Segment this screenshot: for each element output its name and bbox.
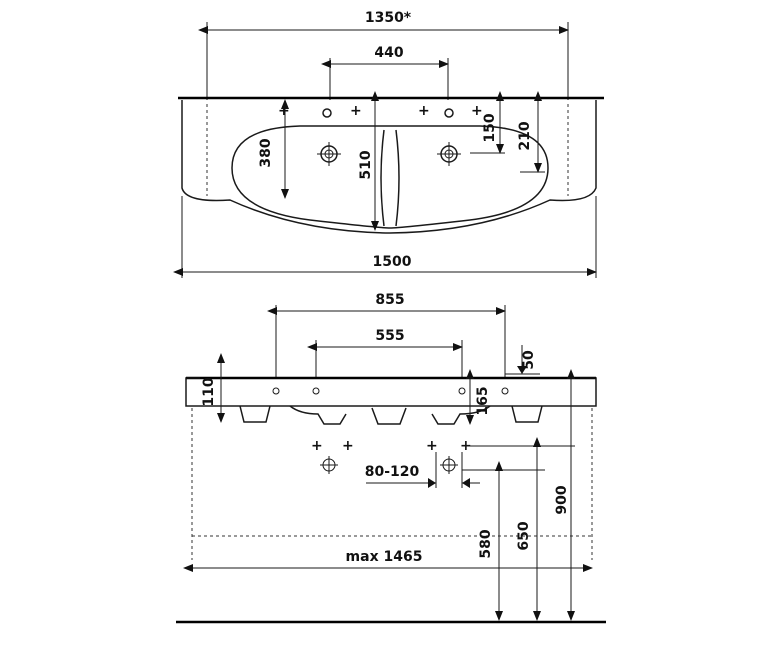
basin-top-outline [181,100,597,234]
dim-label-50: 50 [521,350,537,370]
dim-label-555: 555 [375,328,404,344]
dim-label-150: 150 [482,113,498,142]
dim-label-440: 440 [374,45,403,61]
dim-label-510: 510 [358,150,374,179]
basin-front-underside [239,405,543,425]
svg-text:+: + [426,438,438,454]
front-view: 855 555 50 110 165 [176,292,606,624]
svg-text:+: + [350,103,362,119]
dim-label-580: 580 [478,529,494,558]
svg-text:+: + [471,103,483,119]
svg-text:+: + [311,438,323,454]
dim-label-max-1465: max 1465 [346,549,423,565]
dim-label-650: 650 [516,521,532,550]
dim-label-80-120: 80-120 [365,464,420,480]
svg-text:+: + [418,103,430,119]
dim-label-210: 210 [517,121,533,150]
basin-front-rim [185,377,597,407]
tap-holes: + + + + [278,103,483,119]
svg-text:+: + [278,103,290,119]
dim-label-1500: 1500 [373,254,412,270]
dim-label-110: 110 [201,377,217,406]
dim-label-855: 855 [375,292,404,308]
top-view: 1350* 440 + + + + [173,10,604,278]
dim-label-380: 380 [258,138,274,167]
dim-label-165: 165 [475,386,491,415]
basin-bowl-outline [231,125,549,229]
svg-text:+: + [342,438,354,454]
dim-label-1350: 1350* [365,10,412,26]
waste-holes [317,142,461,166]
front-holes [272,387,509,395]
bowl-divider [380,129,400,227]
dim-label-900: 900 [554,485,570,514]
